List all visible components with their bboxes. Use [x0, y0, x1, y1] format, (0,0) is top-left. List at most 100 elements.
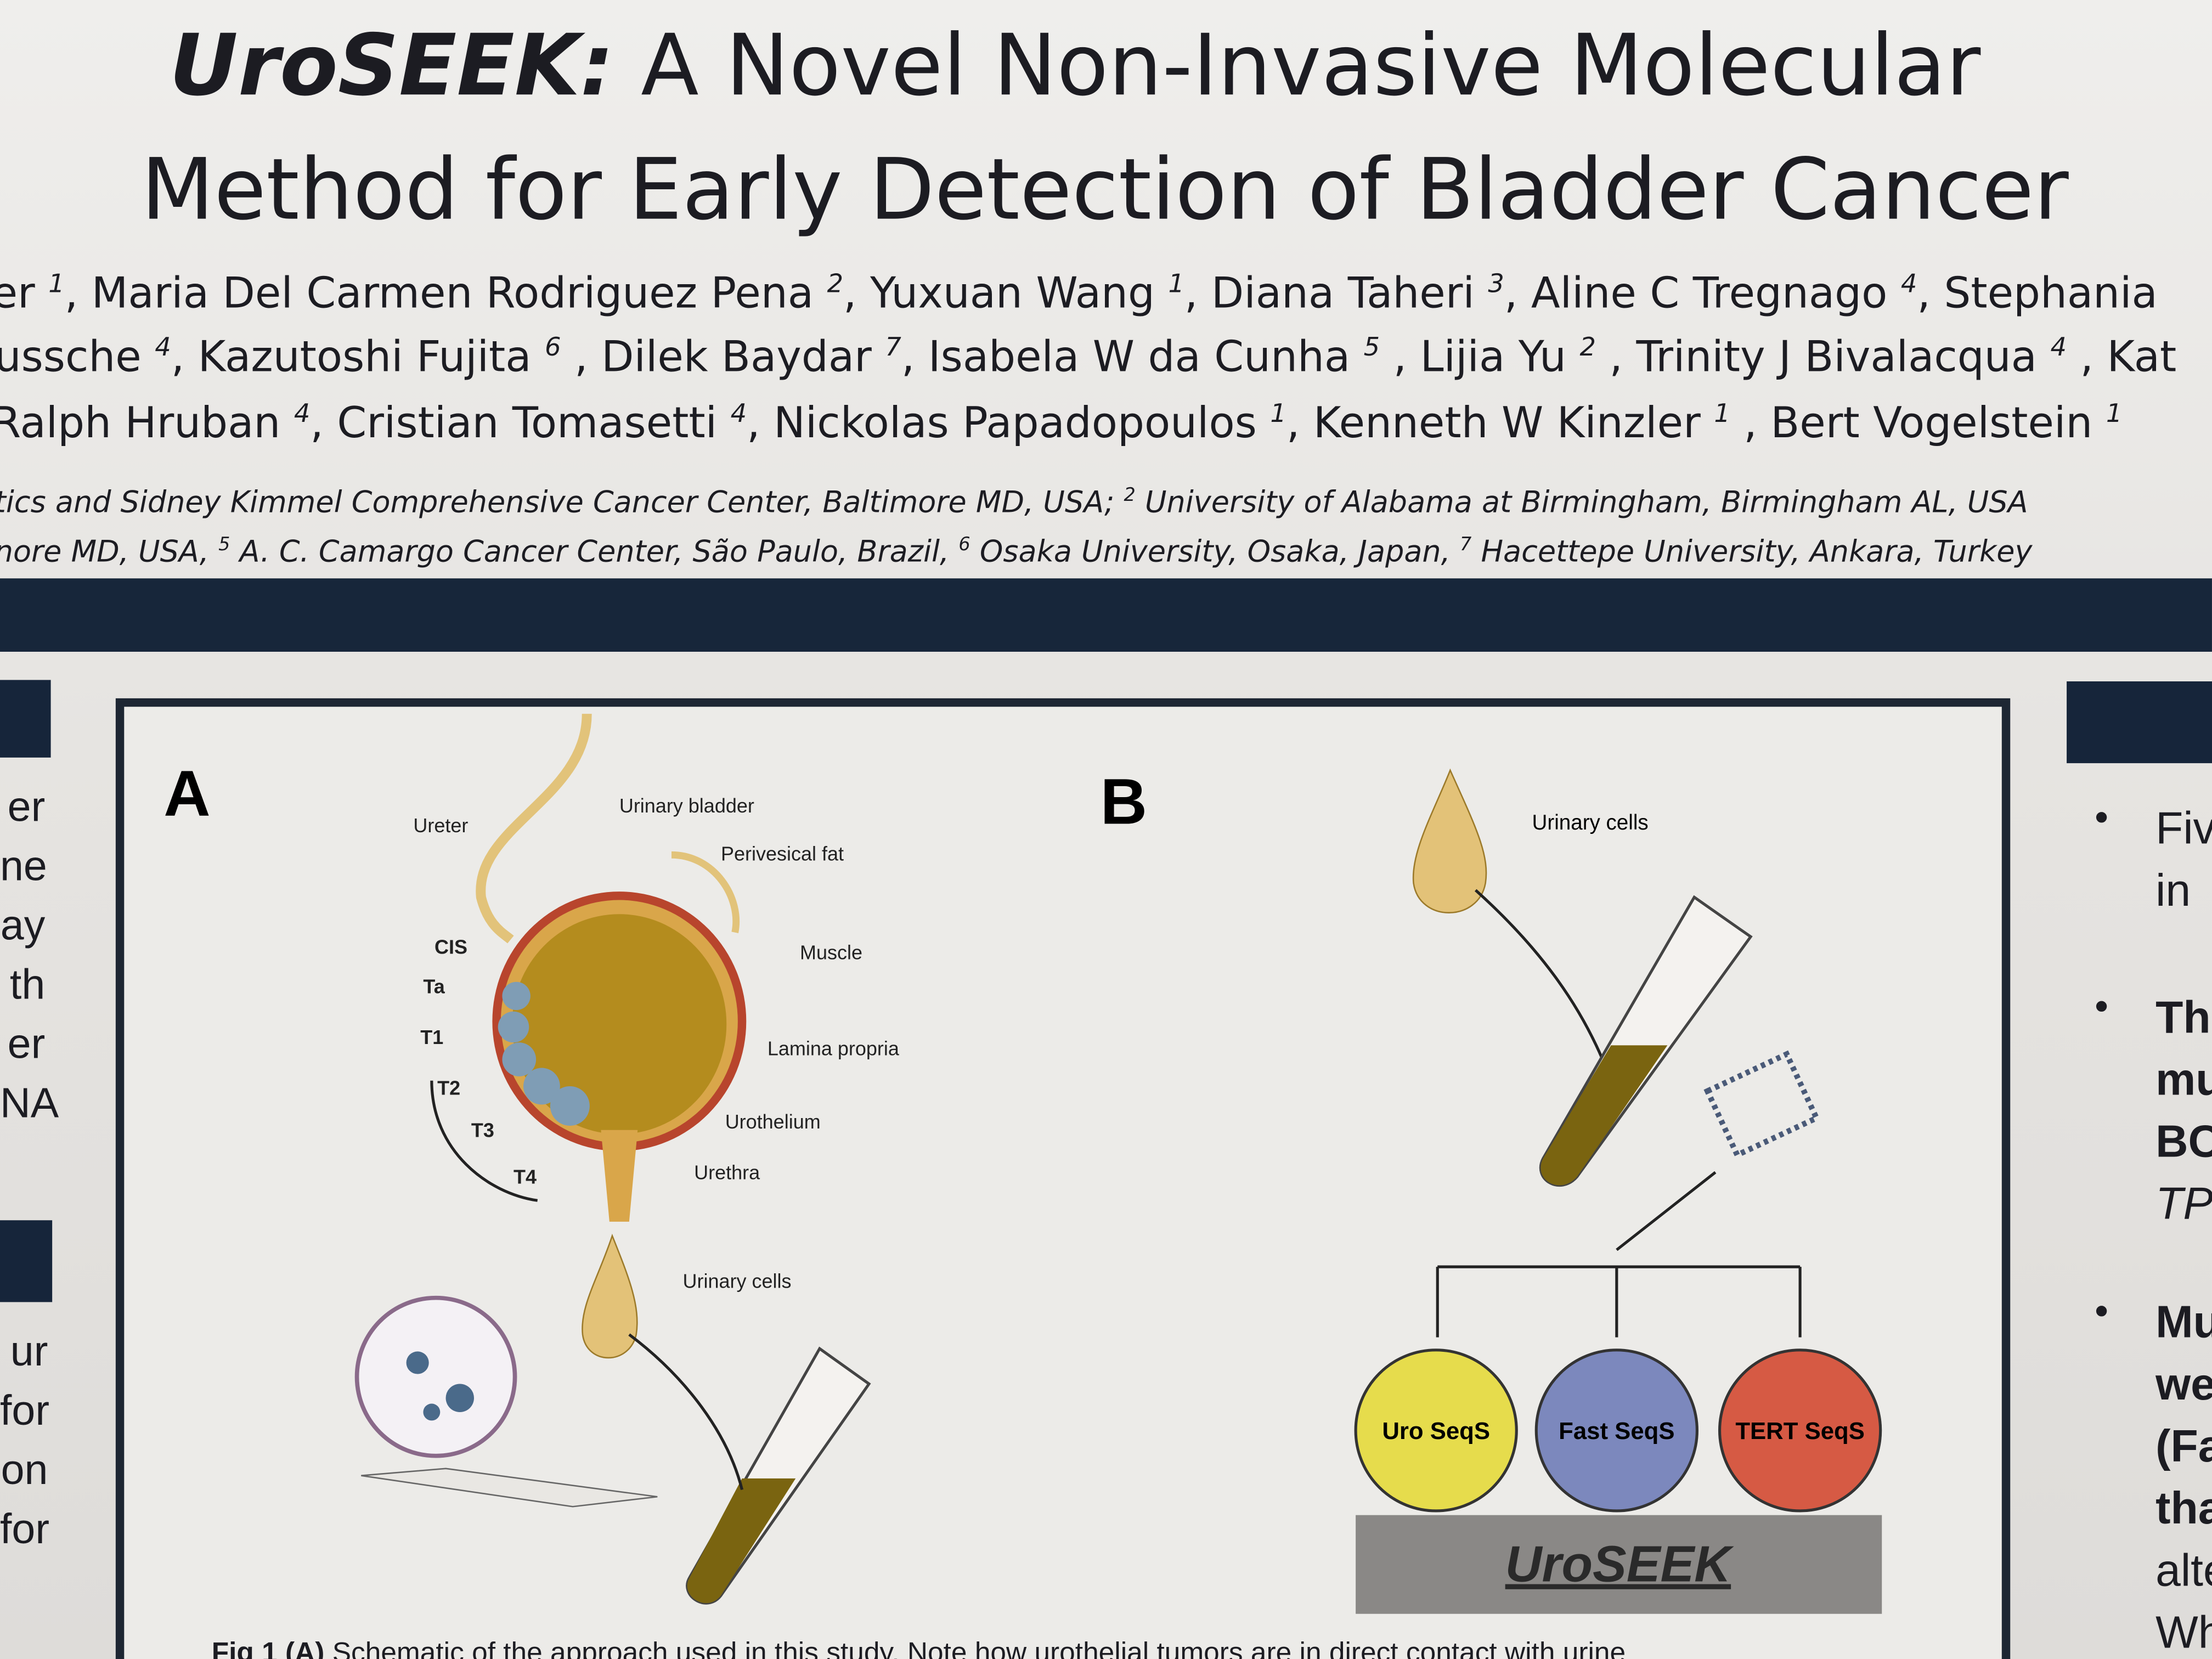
affiliation-number: 4 [2050, 332, 2067, 363]
text-fragment: ne [0, 843, 47, 890]
name-text: University of Alabama at Birmingham, Bir… [1135, 485, 2028, 520]
label-muscle: Muscle [800, 941, 862, 964]
text-fragment: for [0, 1506, 50, 1554]
affiliation-number: 1 [2106, 399, 2123, 429]
name-text: , Trinity J Bivalacqua [1595, 332, 2051, 382]
text-fragment: ay [0, 902, 46, 950]
assay-circle [1718, 1348, 1882, 1513]
right-section-header [2067, 681, 2212, 764]
bullet-icon: • [2090, 987, 2113, 1030]
test-tube-icon [686, 1346, 871, 1605]
name-text: , Isabela W da Cunha [901, 332, 1364, 382]
left-text-block-1: er ne ay th er NA [0, 778, 59, 1134]
name-text: , Dilek Baydar [561, 332, 885, 382]
label-urothelium: Urothelium [725, 1110, 821, 1133]
assay-circles: Uro SeqS Fast SeqS TERT SeqS [1354, 1348, 1882, 1513]
name-text: , Aline C Tregnago [1504, 269, 1901, 319]
label-urinary-bladder: Urinary bladder [619, 794, 754, 817]
figure-caption: Fig 1 (A) Schematic of the approach used… [212, 1638, 1626, 1659]
assay-circle [1534, 1348, 1699, 1513]
affiliation-number: 6 [958, 534, 970, 556]
panel-b-label: B [1101, 766, 1147, 838]
label-lamina-propria: Lamina propria [768, 1037, 900, 1059]
author-line: Ralph Hruban 4, Cristian Tomasetti 4, Ni… [0, 390, 2122, 450]
name-text: , Nickolas Papadopoulos [747, 399, 1271, 449]
name-text: , Stephania [1917, 269, 2158, 319]
name-text: tics and Sidney Kimmel Comprehensive Can… [0, 485, 1124, 520]
glass-slide-icon [361, 1468, 658, 1508]
name-text: , Kenneth W Kinzler [1286, 399, 1714, 449]
affiliation-number: 4 [155, 332, 171, 363]
label-t4: T4 [514, 1165, 537, 1188]
text-fragment: mu [2155, 1053, 2212, 1105]
name-text: , Kazutoshi Fujita [171, 332, 545, 382]
name-text: , Diana Taheri [1184, 269, 1488, 319]
text-fragment: in [2155, 865, 2191, 916]
poster-title-line-1: UroSEEK: A Novel Non-Invasive Molecular [170, 17, 1981, 116]
assay-label: TERT SeqS [1735, 1418, 1865, 1444]
test-tube-icon [1539, 895, 1753, 1187]
text-fragment: TP [2155, 1178, 2212, 1229]
affiliation-number: 4 [294, 399, 311, 429]
name-text: Osaka University, Osaka, Japan, [970, 534, 1460, 569]
panel-a-label: A [163, 757, 210, 830]
label-t1: T1 [420, 1026, 443, 1048]
dna-icon [1703, 1050, 1820, 1159]
bladder-diagram [430, 714, 747, 1222]
bladder-labels: Ureter Urinary bladder Perivesical fat M… [413, 794, 899, 1293]
caption-label: Fig 1 (A) [211, 1638, 325, 1659]
assay-label: Uro SeqS [1382, 1418, 1490, 1444]
title-text: A Novel Non-Invasive Molecular [614, 16, 1981, 116]
text-fragment: alte [2155, 1544, 2212, 1596]
left-section-header [0, 1220, 53, 1302]
poster-title-line-2: Method for Early Detection of Bladder Ca… [141, 141, 2069, 240]
name-text: , Cristian Tomasetti [310, 399, 731, 449]
bullet-icon: • [2090, 1292, 2113, 1335]
name-text: ussche [0, 332, 155, 382]
text-fragment: er [7, 784, 46, 831]
affiliation-number: 4 [730, 399, 747, 429]
assay-circle [1354, 1348, 1518, 1513]
urine-drop-icon [1412, 768, 1487, 913]
header-divider-band [0, 578, 2212, 652]
name-text: , Yuxuan Wang [843, 269, 1169, 319]
assay-label: Fast SeqS [1559, 1418, 1674, 1444]
text-fragment: on [1, 1447, 48, 1494]
text-fragment: (Fa [2155, 1420, 2212, 1471]
name-text: , Kat [2066, 332, 2177, 382]
affiliation-number: 5 [1363, 332, 1380, 363]
name-text: , Bert Vogelstein [1730, 399, 2106, 449]
urine-drop-icon [582, 1233, 638, 1359]
text-fragment: er [7, 1021, 46, 1068]
text-fragment: Mu [2155, 1296, 2212, 1347]
label-urinary-cells-a: Urinary cells [683, 1270, 792, 1293]
affiliation-number: 1 [1270, 399, 1286, 429]
affiliation-number: 1 [48, 269, 65, 300]
text-fragment: ur [10, 1329, 48, 1376]
affiliation-number: 7 [885, 332, 901, 363]
affiliation-line: nore MD, USA, 5 A. C. Camargo Cancer Cen… [0, 526, 2032, 571]
affiliation-number: 2 [1579, 332, 1596, 363]
brand-name: UroSEEK: [169, 16, 614, 116]
text-fragment: Th [2155, 991, 2211, 1043]
caption-text: Schematic of the approach used in this s… [324, 1638, 1626, 1659]
name-text: Ralph Hruban [0, 399, 294, 449]
author-line: ussche 4, Kazutoshi Fujita 6 , Dilek Bay… [0, 323, 2176, 384]
name-text: , Maria Del Carmen Rodriguez Pena [64, 269, 827, 319]
name-text: Hacettepe University, Ankara, Turkey [1471, 534, 2033, 569]
text-fragment: for [0, 1388, 50, 1435]
left-section-header [0, 680, 51, 758]
label-cis: CIS [435, 935, 467, 958]
affiliation-number: 2 [1124, 485, 1136, 507]
label-urinary-cells-b: Urinary cells [1532, 811, 1649, 834]
label-t3: T3 [471, 1119, 494, 1142]
left-text-block-2: ur for on for [0, 1323, 50, 1560]
label-t2: T2 [437, 1076, 460, 1099]
figure-1: A B Ureter Urinary bladder Perivesical f… [115, 698, 2011, 1659]
microscopy-view-icon [354, 1295, 517, 1458]
name-text: A. C. Camargo Cancer Center, São Paulo, … [230, 534, 959, 569]
uroseek-platform-bar [1356, 1515, 1882, 1614]
label-perivesical-fat: Perivesical fat [721, 843, 844, 865]
label-urethra: Urethra [694, 1161, 760, 1184]
